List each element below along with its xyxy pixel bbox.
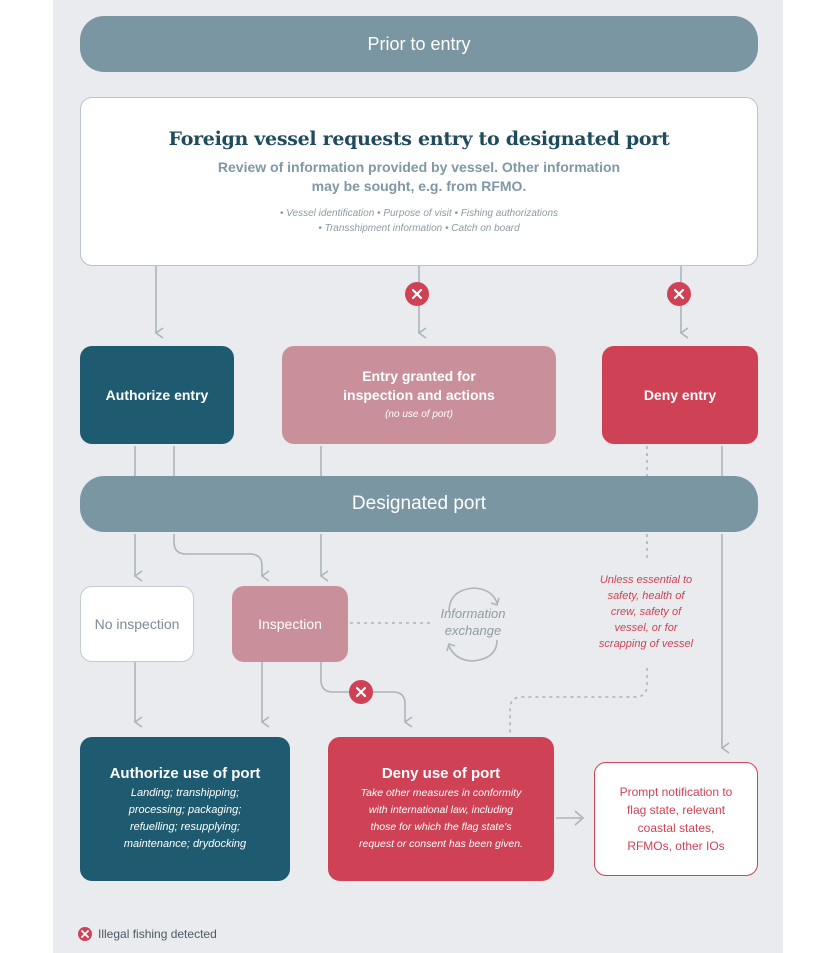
request-subtitle-line-1: Review of information provided by vessel… (217, 158, 621, 175)
illegal-fishing-x-icon (405, 282, 429, 306)
band-prior-to-entry: Prior to entry (80, 16, 758, 72)
request-subtitle-line-2: may be sought, e.g. from RFMO. (311, 177, 527, 194)
no-inspection-label: No inspection (94, 616, 180, 632)
dotted-exception-to-deny-use (509, 668, 648, 733)
deny-use-title: Deny use of port (381, 765, 501, 782)
deny-entry-box: Deny entry (602, 346, 758, 444)
exception-note-line-4: vessel, or for (614, 622, 678, 634)
request-items-line-2: • Transshipment information • Catch on b… (318, 222, 520, 234)
authorize-entry-box: Authorize entry (80, 346, 234, 444)
request-items-line-1: • Vessel identification • Purpose of vis… (279, 207, 559, 219)
authorize-use-line-3: refuelling; resupplying; (129, 821, 241, 833)
authorize-entry-label: Authorize entry (105, 387, 209, 403)
inspection-box: Inspection (232, 586, 348, 662)
exchange-arrowhead-bottom (446, 642, 456, 652)
information-exchange-line-1: Information (440, 606, 506, 621)
authorize-use-title: Authorize use of port (109, 765, 261, 782)
deny-use-line-3: those for which the flag state's (370, 821, 512, 833)
information-exchange-line-2: exchange (444, 623, 502, 638)
entry-granted-line-1: Entry granted for (362, 367, 476, 384)
request-box: Foreign vessel requests entry to designa… (80, 97, 758, 266)
band-designated-port: Designated port (80, 476, 758, 532)
authorize-use-line-4: maintenance; drydocking (123, 838, 247, 850)
notification-line-2: flag state, relevant (626, 803, 726, 817)
arrowhead-deny-use-to-notification (574, 810, 585, 826)
exception-note: Unless essential to safety, health of cr… (578, 572, 714, 652)
authorize-use-line-2: processing; packaging; (128, 804, 242, 816)
illegal-fishing-x-icon (349, 680, 373, 704)
illegal-fishing-x-icon (667, 282, 691, 306)
entry-granted-note: (no use of port) (385, 408, 453, 420)
legend-label: Illegal fishing detected (98, 927, 217, 941)
inspection-label: Inspection (258, 616, 322, 632)
authorize-use-line-1: Landing; transhipping; (130, 787, 240, 799)
deny-use-line-2: with international law, including (368, 804, 514, 816)
authorize-use-of-port-box: Authorize use of port Landing; transhipp… (80, 737, 290, 881)
prompt-notification-box: Prompt notification to flag state, relev… (594, 762, 758, 876)
band-prior-to-entry-label: Prior to entry (367, 33, 471, 54)
exception-note-line-2: safety, health of (607, 590, 685, 602)
no-inspection-box: No inspection (80, 586, 194, 662)
notification-line-4: RFMOs, other IOs (627, 839, 725, 853)
arrow-port-to-inspection-curved (173, 534, 262, 576)
exchange-arc-top (448, 587, 498, 613)
information-exchange-label: Information exchange (418, 605, 528, 639)
exception-note-line-3: crew, safety of (610, 606, 682, 618)
exchange-arrowhead-top (490, 597, 500, 607)
deny-use-line-1: Take other measures in conformity (360, 787, 522, 799)
deny-entry-label: Deny entry (643, 387, 717, 403)
exchange-arc-bottom (448, 639, 498, 662)
entry-granted-box: Entry granted for inspection and actions… (282, 346, 556, 444)
notification-line-1: Prompt notification to (619, 785, 733, 799)
deny-use-line-4: request or consent has been given. (358, 838, 524, 850)
exception-note-line-5: scrapping of vessel (598, 638, 694, 650)
notification-line-3: coastal states, (637, 821, 715, 835)
x-circle-icon (78, 927, 92, 941)
band-designated-port-label: Designated port (351, 493, 487, 514)
legend: Illegal fishing detected (78, 925, 217, 943)
exception-note-line-1: Unless essential to (599, 574, 693, 586)
deny-use-of-port-box: Deny use of port Take other measures in … (328, 737, 554, 881)
entry-granted-line-2: inspection and actions (343, 386, 495, 403)
request-title: Foreign vessel requests entry to designa… (168, 127, 670, 150)
